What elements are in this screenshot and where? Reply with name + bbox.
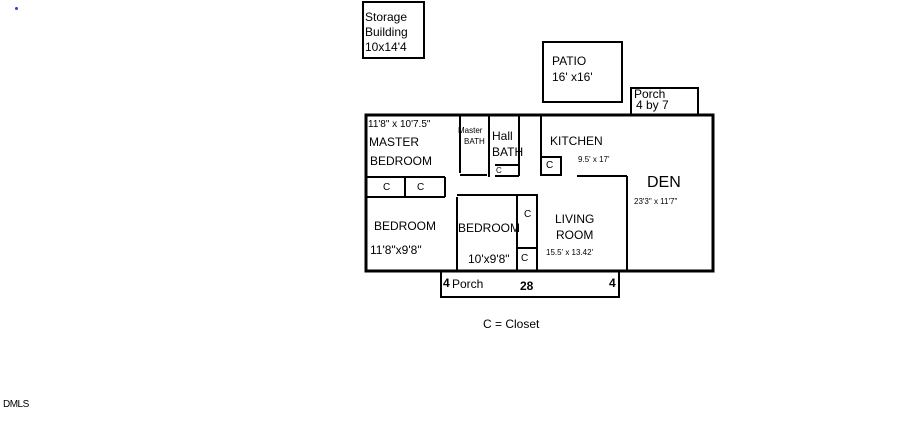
kitchen-closet-box [540, 156, 562, 176]
den-title: DEN [647, 174, 681, 191]
front-porch-title: Porch [452, 277, 484, 291]
living-room-title-2: ROOM [556, 228, 594, 242]
dmls-watermark: DMLS [3, 399, 29, 410]
back-porch-size: 4 by 7 [636, 98, 669, 112]
master-bedroom-title: MASTER [369, 135, 420, 149]
bedroom-mid-title: BEDROOM [458, 221, 521, 235]
closet-label-kitchen: C [546, 160, 554, 171]
bedroom-mid-size: 10'x9'8" [468, 252, 510, 266]
living-room-title: LIVING [555, 212, 595, 226]
storage-title: Storage [365, 10, 408, 24]
closet-label-master-1: C [383, 182, 391, 193]
marker-dot [15, 7, 18, 10]
front-porch-left-depth: 4 [443, 276, 450, 290]
closet-label-hall: C [524, 209, 532, 220]
storage-building-outline [362, 1, 425, 59]
master-bedroom-size: 11'8" x 10'7.5" [368, 119, 431, 130]
bedroom-left-title: BEDROOM [374, 219, 437, 233]
master-bedroom-title-2: BEDROOM [370, 154, 433, 168]
patio-title: PATIO [552, 54, 587, 68]
master-bath-title-2: BATH [464, 137, 485, 146]
front-porch-right-depth: 4 [609, 276, 616, 290]
back-porch-outline [630, 87, 699, 114]
hall-bath-title: Hall [492, 129, 513, 143]
front-porch-outline [440, 271, 620, 298]
closet-label-living: C [521, 253, 529, 264]
back-porch-title: Porch [634, 87, 666, 101]
closet-label-hall-bath: C [496, 166, 502, 175]
bedroom-left-size: 11'8"x9'8" [370, 243, 422, 257]
kitchen-size: 9.5' x 17' [578, 155, 610, 164]
hall-bath-title-2: BATH [492, 145, 524, 159]
master-bath-title: Master [458, 126, 483, 135]
house-exterior-wall [364, 113, 715, 273]
storage-title-2: Building [365, 25, 408, 39]
storage-size: 10x14'4 [365, 40, 407, 54]
den-size: 23'3" x 11'7" [634, 197, 678, 206]
closet-legend: C = Closet [483, 317, 540, 331]
patio-outline [542, 41, 623, 103]
living-room-size: 15.5' x 13.42' [546, 248, 594, 257]
patio-size: 16' x16' [552, 70, 593, 84]
front-porch-length: 28 [520, 279, 534, 293]
storage-size-tail: " [365, 56, 368, 65]
closet-label-master-2: C [417, 182, 425, 193]
kitchen-title: KITCHEN [550, 134, 603, 148]
